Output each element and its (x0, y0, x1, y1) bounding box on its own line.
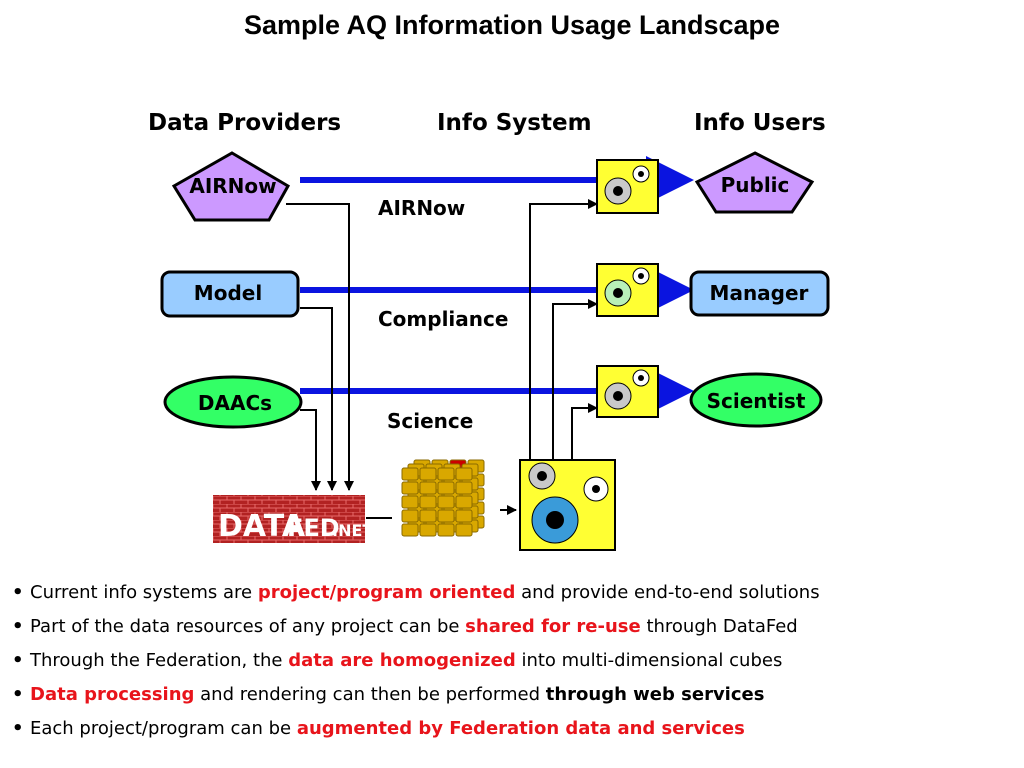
cube-block (419, 509, 437, 523)
cube-block (401, 523, 419, 537)
daacs-provider-ellipse (163, 375, 303, 429)
connectors-to-datafed (286, 199, 598, 519)
public-user-pentagon (694, 151, 815, 214)
scientist-user-ellipse (689, 372, 823, 428)
scientist-user-label: Scientist (707, 389, 806, 413)
airnow-provider-pentagon (171, 151, 291, 222)
column-header-users: Info Users (694, 110, 826, 136)
cube-block (401, 509, 419, 523)
cube-block (455, 509, 473, 523)
airnow-provider-label: AIRNow (189, 174, 276, 198)
datafed-logo: DATA FED .NET (213, 495, 373, 544)
bullet-item: •Each project/program can be augmented b… (12, 714, 1012, 748)
cube-block (401, 467, 419, 481)
bullet-dot: • (12, 582, 24, 603)
processor-compliance (596, 263, 659, 317)
cube-block (401, 495, 419, 509)
bullet-item: •Current info systems are project/progra… (12, 578, 1012, 612)
manager-user-label: Manager (710, 281, 809, 305)
model-provider-label: Model (194, 281, 262, 305)
bullet-dot: • (12, 684, 24, 705)
bullet-dot: • (12, 718, 24, 739)
processor-airnow (596, 159, 659, 214)
cube-block (455, 495, 473, 509)
datafed-logo-net: .NET (332, 521, 373, 540)
public-user-label: Public (721, 173, 790, 197)
cube-block (437, 495, 455, 509)
usage-landscape-diagram: AIRNow Model DAACs Public Manager Scient… (160, 151, 830, 551)
flow-label-airnow: AIRNow (378, 196, 466, 220)
column-header-providers: Data Providers (148, 110, 342, 136)
datafed-logo-data: DATA (218, 509, 306, 544)
cube-block (455, 523, 473, 537)
bullet-item: •Data processing and rendering can then … (12, 680, 1012, 714)
processor-science (596, 365, 659, 418)
cube-block (437, 481, 455, 495)
cube-block (419, 481, 437, 495)
model-provider-box (160, 270, 300, 318)
bullet-item: •Part of the data resources of any proje… (12, 612, 1012, 646)
slide-title: Sample AQ Information Usage Landscape (243, 10, 781, 40)
cube-block (419, 467, 437, 481)
flow-label-science: Science (387, 409, 474, 433)
bullet-dot: • (12, 650, 24, 671)
cube-block (437, 523, 455, 537)
cube-block (437, 467, 455, 481)
cube-block (419, 495, 437, 509)
manager-user-box (689, 270, 830, 317)
data-cube-icon (401, 459, 485, 537)
column-header-system: Info System (437, 110, 592, 136)
daacs-provider-label: DAACs (198, 391, 272, 415)
bullet-item: •Through the Federation, the data are ho… (12, 646, 1012, 680)
flow-label-compliance: Compliance (378, 307, 509, 331)
datafed-logo-fed: FED (287, 514, 340, 542)
cube-block (437, 509, 455, 523)
cube-block (401, 481, 419, 495)
cube-block (455, 467, 473, 481)
bullet-dot: • (12, 616, 24, 637)
bullet-list: •Current info systems are project/progra… (12, 578, 1012, 748)
cube-block (419, 523, 437, 537)
cube-block (455, 481, 473, 495)
central-processor (519, 459, 616, 551)
